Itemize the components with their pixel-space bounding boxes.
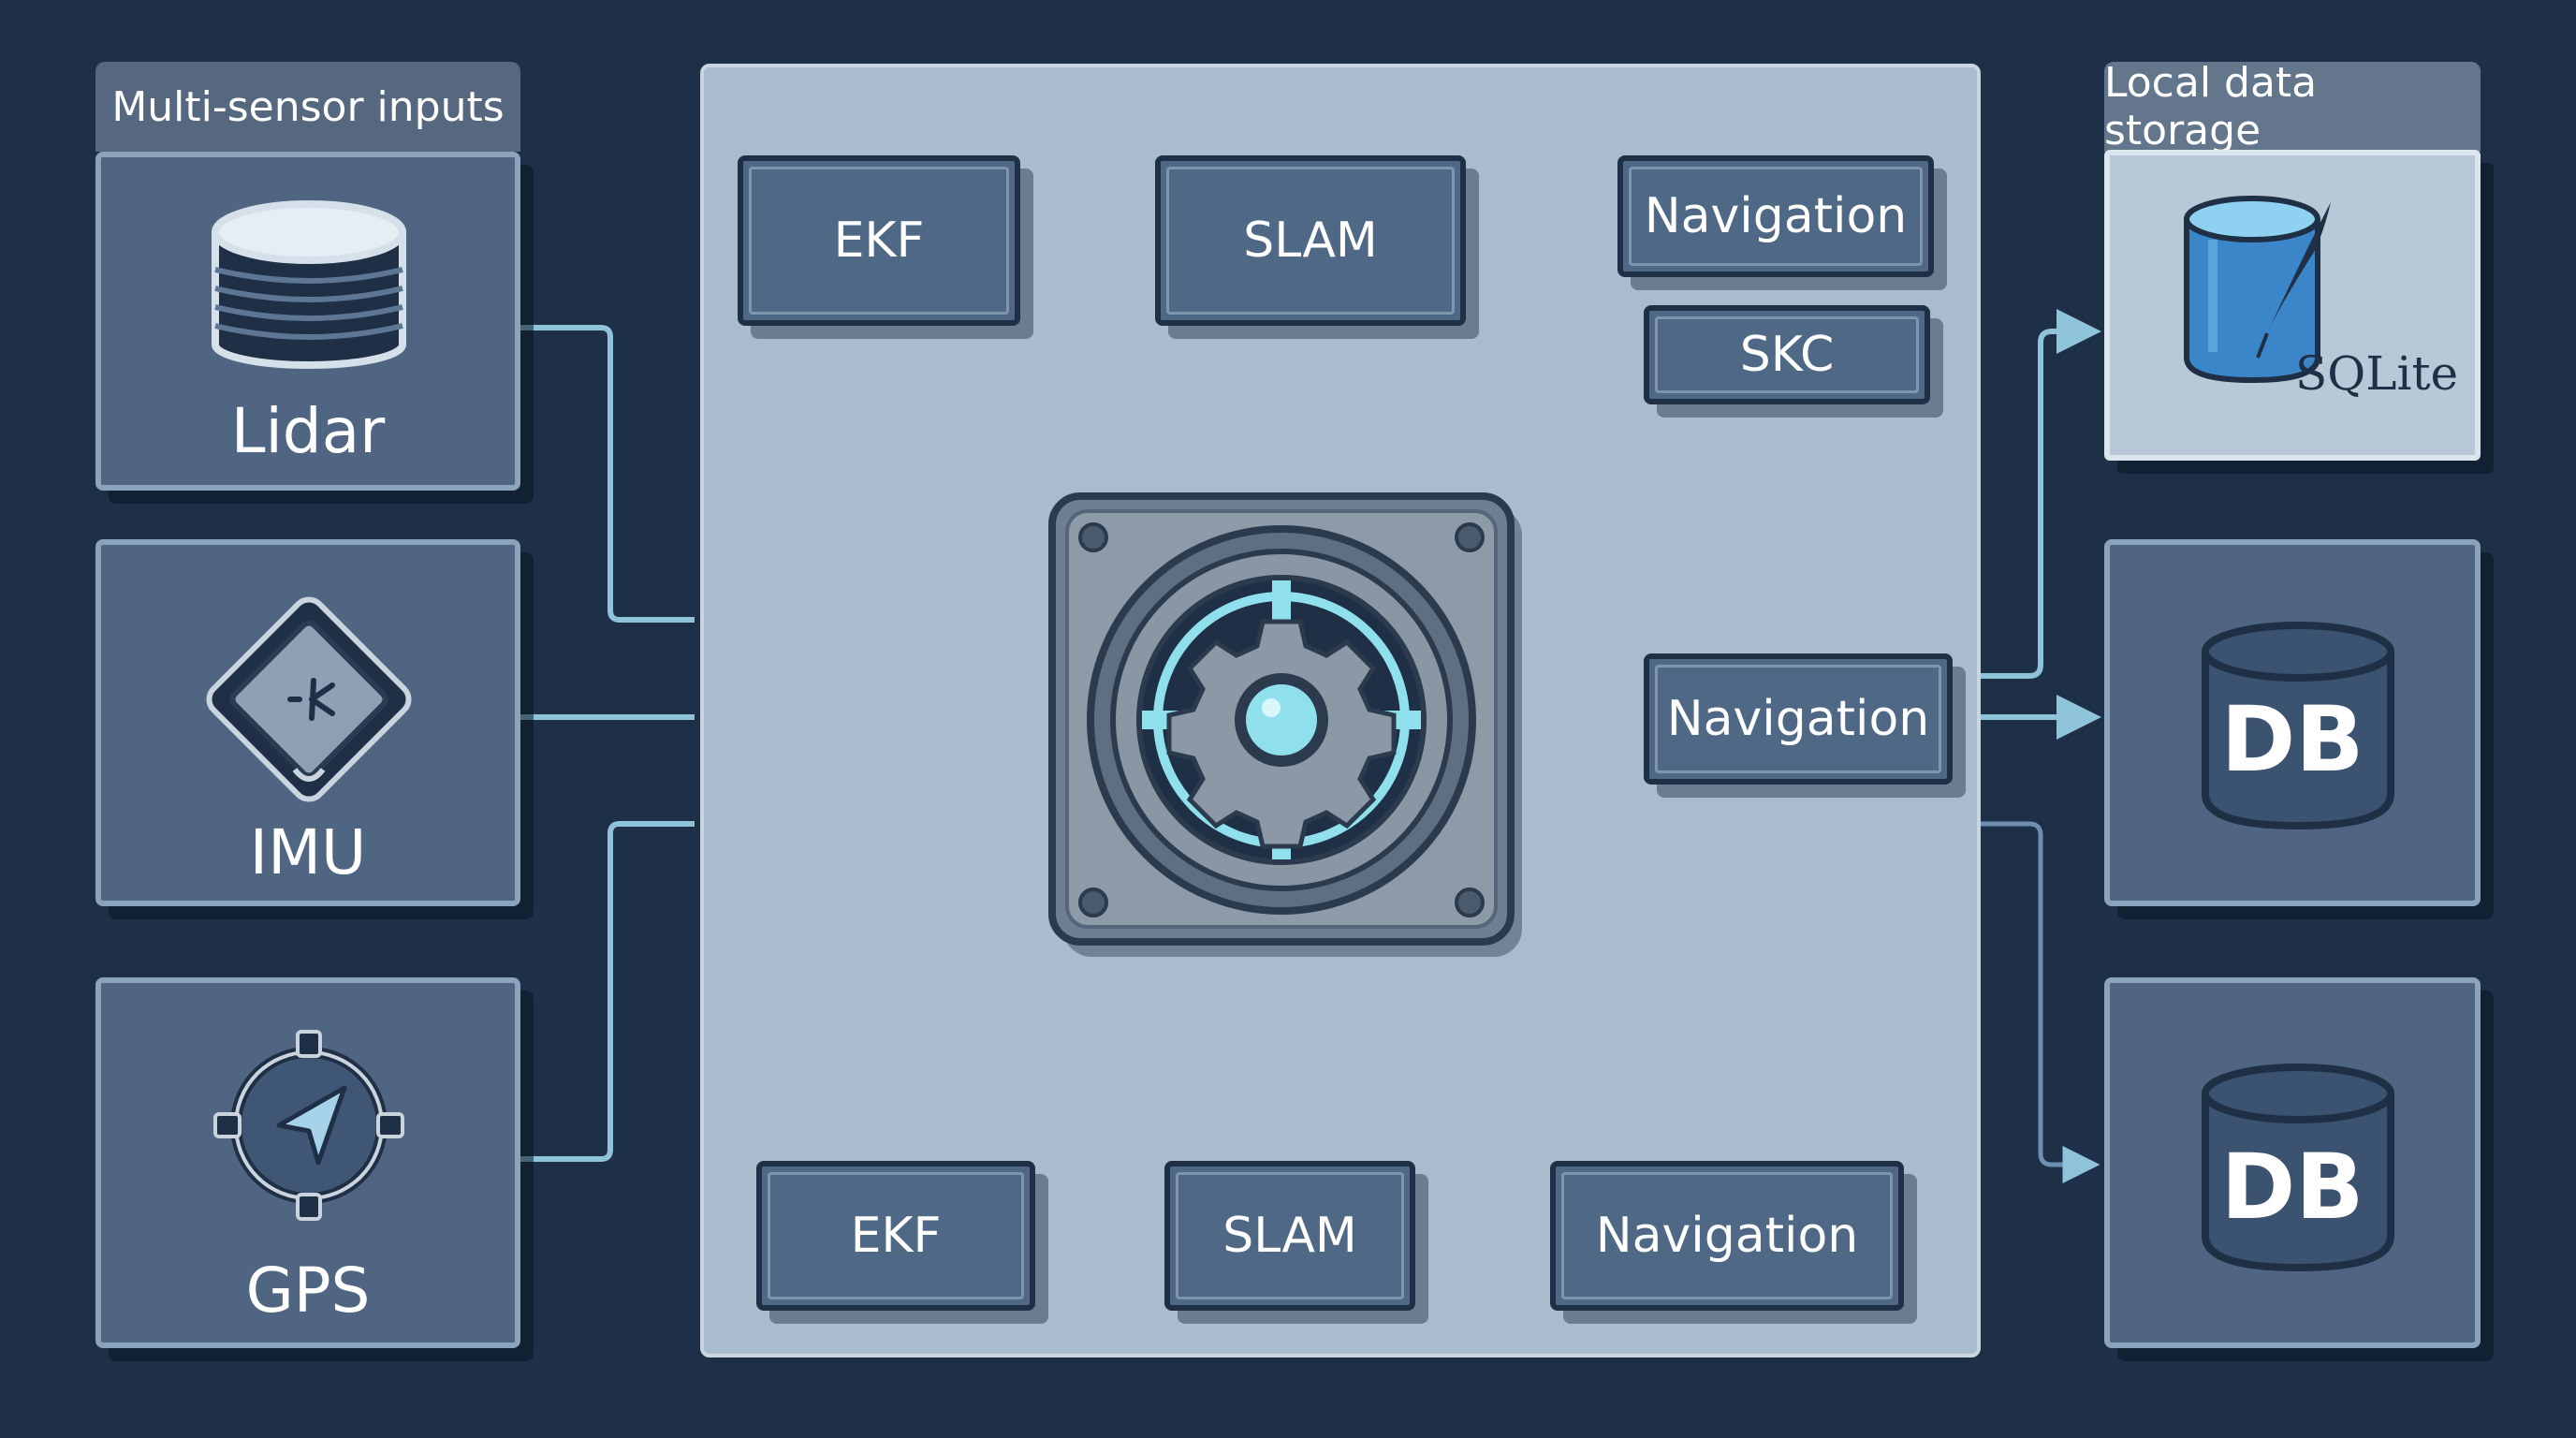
sensor-card-gps[interactable]: GPS — [95, 977, 520, 1348]
sensor-card-lidar[interactable]: Lidar — [95, 152, 520, 491]
node-navigation-top-label: Navigation — [1644, 188, 1908, 244]
node-skc-label: SKC — [1739, 327, 1835, 383]
gear-core-icon — [1048, 492, 1522, 957]
sensor-inputs-header: Multi-sensor inputs — [95, 62, 520, 152]
database-icon — [2202, 622, 2394, 830]
sensor-label-lidar: Lidar — [230, 395, 386, 467]
gps-to-core-connector — [520, 821, 695, 1162]
db-label-1: DB — [2220, 687, 2364, 792]
gps-compass-icon — [213, 1030, 404, 1221]
node-navigation-right[interactable]: Navigation — [1644, 653, 1953, 785]
sqlite-logo-icon — [2184, 196, 2331, 384]
node-navigation-top[interactable]: Navigation — [1617, 155, 1934, 277]
sensor-card-imu[interactable]: IMU — [95, 539, 520, 906]
sqlite-label: SQLite — [2295, 346, 2459, 401]
sensor-label-imu: IMU — [249, 816, 367, 888]
sensor-inputs-header-text: Multi-sensor inputs — [111, 82, 505, 131]
storage-header-text: Local data storage — [2104, 59, 2318, 154]
node-ekf-bottom-label: EKF — [850, 1208, 942, 1264]
core-db-link — [1524, 805, 2100, 1183]
db-card-2[interactable]: DB — [2104, 977, 2481, 1348]
node-navigation-right-label: Navigation — [1666, 691, 1930, 747]
db-label-2: DB — [2220, 1135, 2364, 1240]
navigation-to-sqlite-connector — [1953, 309, 2101, 679]
node-slam-top[interactable]: SLAM — [1155, 155, 1466, 326]
sensor-label-gps: GPS — [245, 1255, 371, 1327]
node-slam-top-label: SLAM — [1243, 213, 1378, 269]
lidar-stack-icon — [212, 200, 406, 369]
node-ekf-top-label: EKF — [833, 213, 925, 269]
storage-header: Local data storage — [2104, 59, 2481, 154]
lidar-to-core-connector — [520, 325, 695, 623]
sqlite-card[interactable]: SQLite — [2104, 150, 2481, 461]
node-ekf-top[interactable]: EKF — [738, 155, 1020, 326]
node-skc[interactable]: SKC — [1644, 305, 1930, 404]
node-navigation-bottom[interactable]: Navigation — [1550, 1161, 1904, 1311]
imu-chip-icon — [206, 596, 412, 802]
database-icon — [2202, 1064, 2394, 1272]
node-ekf-bottom[interactable]: EKF — [756, 1161, 1035, 1311]
db-card-1[interactable]: DB — [2104, 539, 2481, 906]
node-slam-bottom[interactable]: SLAM — [1164, 1161, 1415, 1311]
node-navigation-bottom-label: Navigation — [1595, 1208, 1859, 1264]
node-slam-bottom-label: SLAM — [1222, 1208, 1357, 1264]
